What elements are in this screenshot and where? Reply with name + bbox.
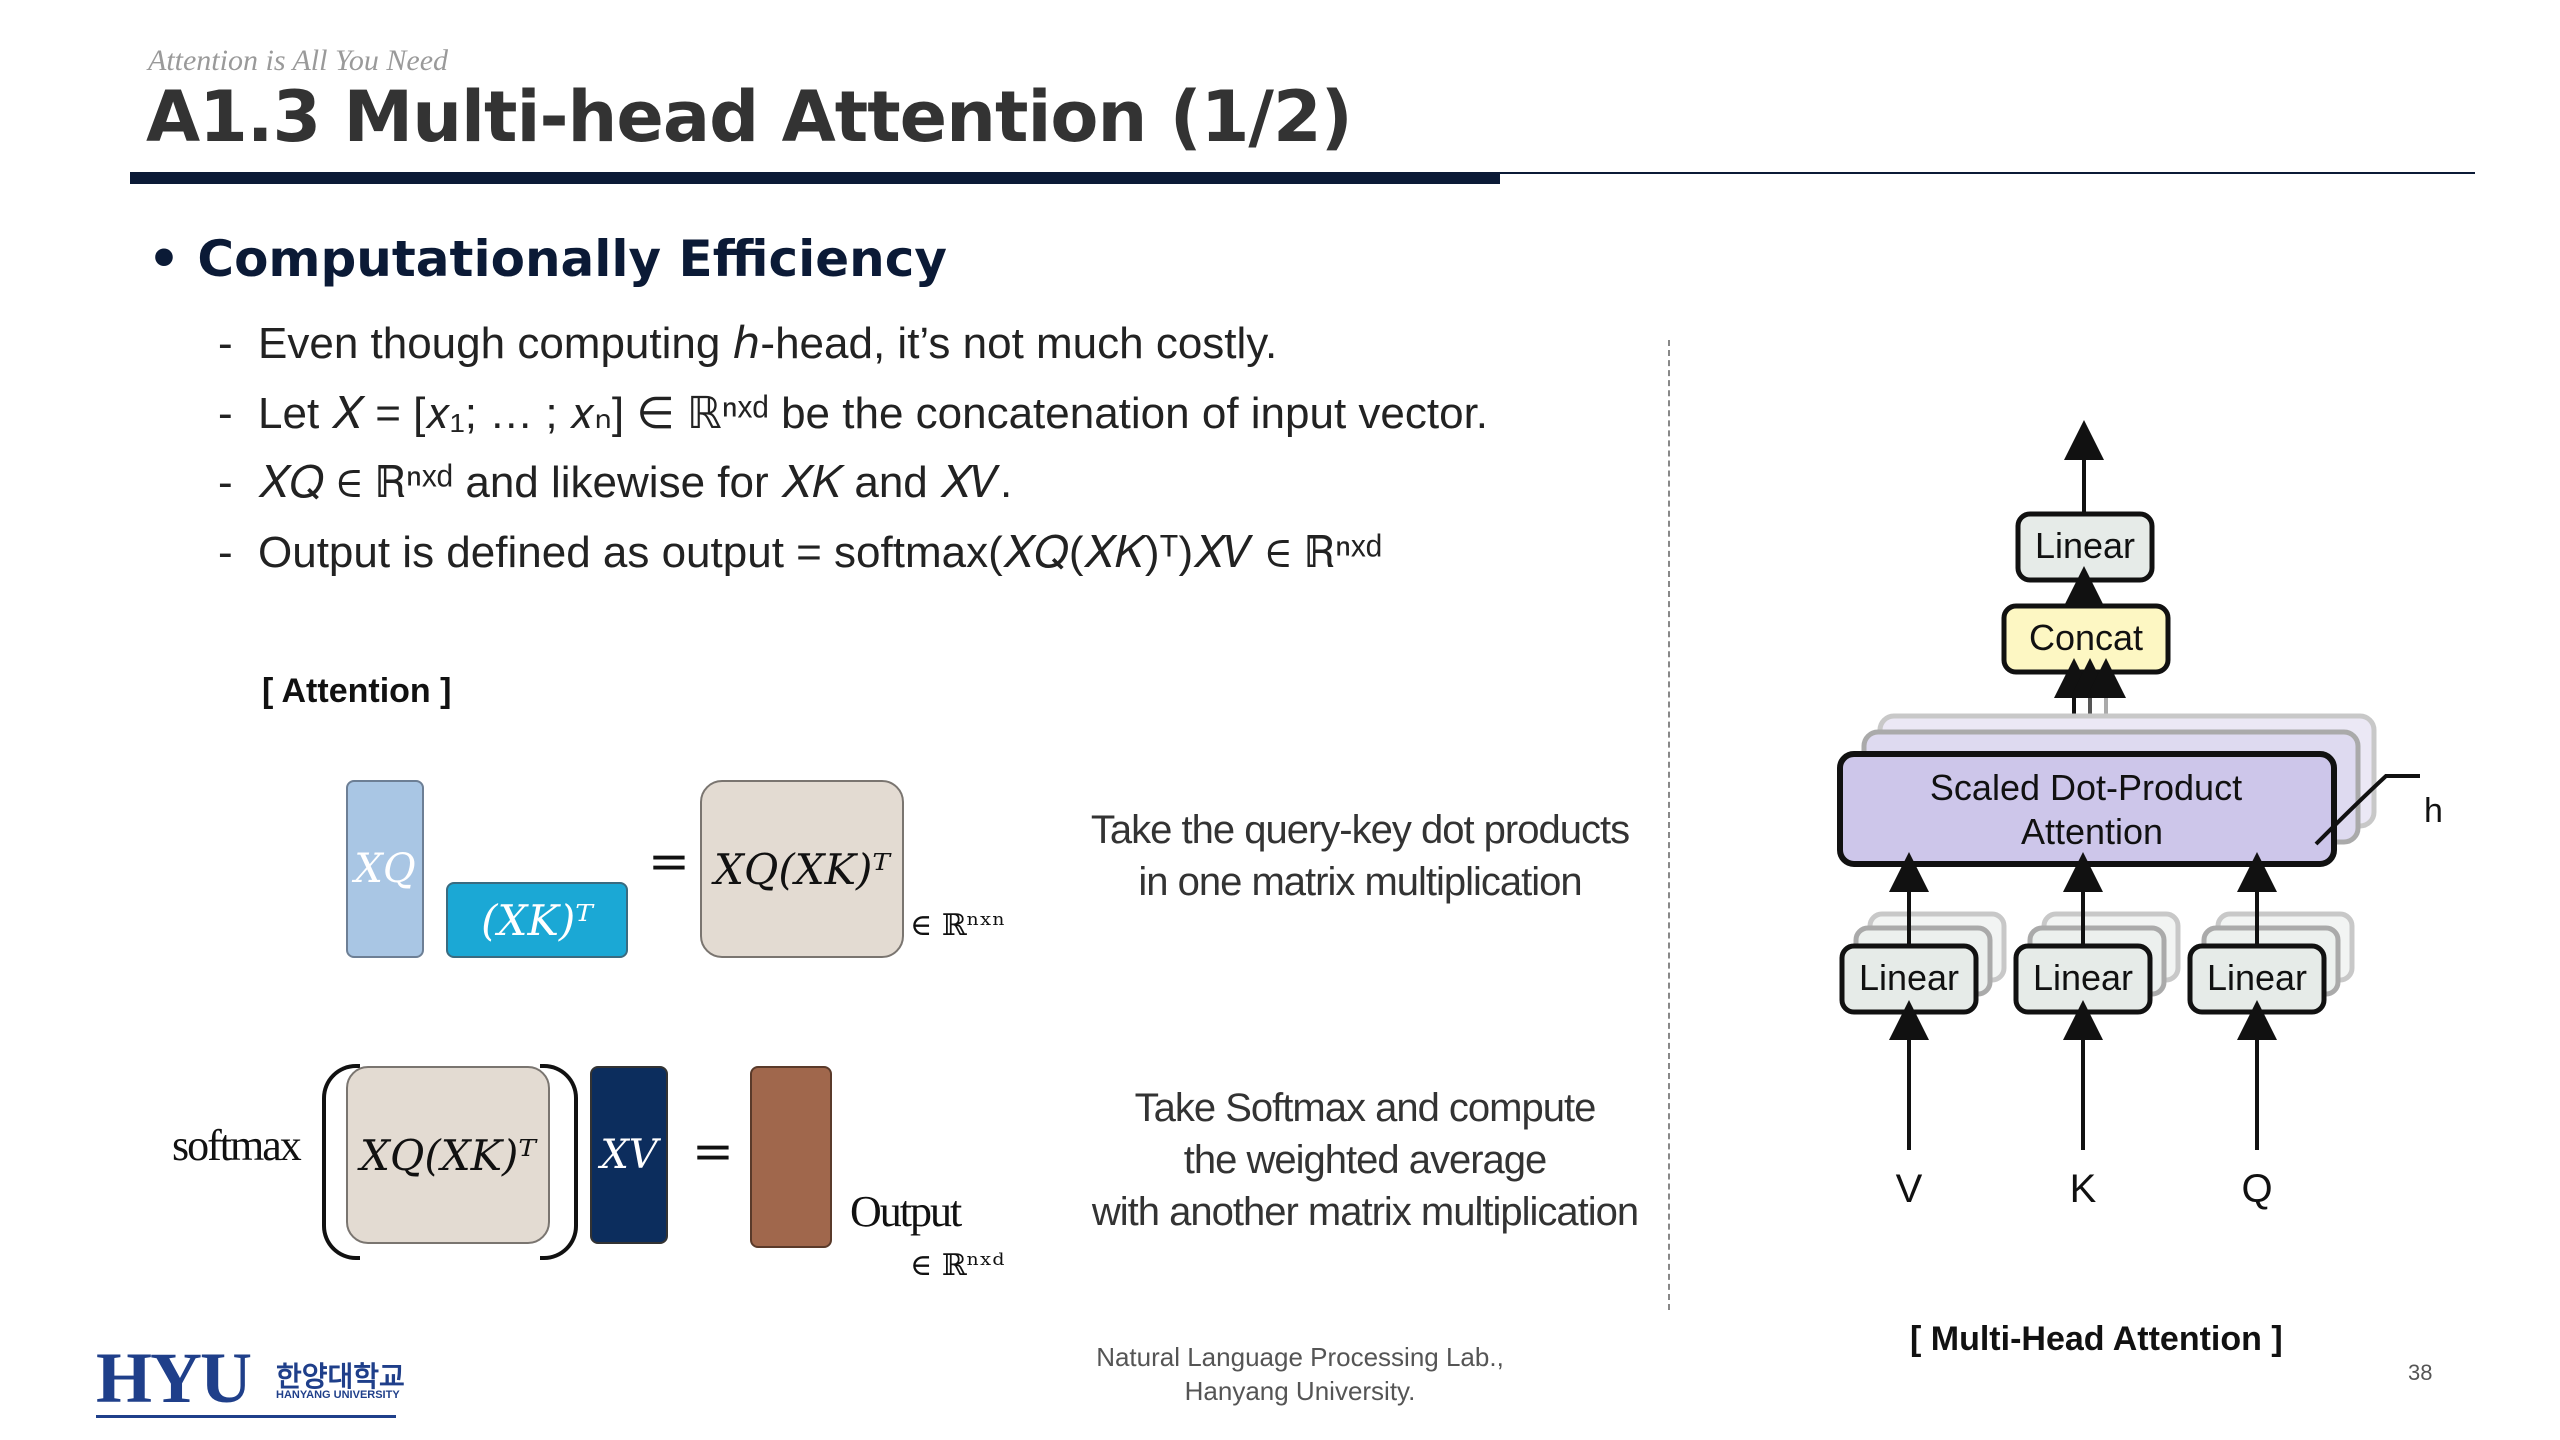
input-v-label: V <box>1896 1167 1923 1211</box>
output-dim: ∈ ℝⁿˣᵈ <box>910 1248 1005 1283</box>
page-number: 38 <box>2408 1360 2433 1385</box>
dash: - <box>218 528 233 577</box>
right-paren <box>540 1064 578 1260</box>
footer-lab-name: Natural Language Processing Lab., Hanyan… <box>1050 1340 1550 1408</box>
output-label: Output <box>850 1187 962 1236</box>
linear-k-label: Linear <box>2033 957 2133 998</box>
bullet-heading-text: Computationally Efficiency <box>197 230 947 288</box>
sub-item-2: -Let 𝑋 = [𝑥₁; … ; 𝑥ₙ] ∈ ℝⁿˣᵈ be the conc… <box>218 388 1488 439</box>
sub-item-text: Even though computing ℎ-head, it’s not m… <box>258 319 1278 368</box>
attention-label: [ Attention ] <box>262 672 452 710</box>
sub-item-4: -Output is defined as output = softmax(𝑋… <box>218 528 1382 578</box>
section-divider <box>1668 340 1670 1310</box>
description-line: with another matrix multiplication <box>1091 1190 1639 1234</box>
bullet-heading: • Computationally Efficiency <box>148 230 947 288</box>
input-k-label: K <box>2070 1167 2097 1211</box>
xk-transpose-matrix: (XK)ᵀ <box>446 882 628 958</box>
dash: - <box>218 389 233 438</box>
xq-matrix: XQ <box>346 780 424 958</box>
linear-q-stack: Linear <box>2187 911 2355 1015</box>
footer-line: Hanyang University. <box>1184 1376 1416 1406</box>
linear-v-label: Linear <box>1859 957 1959 998</box>
row1-description: Take the query-key dot products in one m… <box>1080 804 1640 908</box>
sub-item-3: -𝑋𝑄 ∈ ℝⁿˣᵈ and likewise for 𝑋𝐾 and 𝑋𝑉. <box>218 458 1012 508</box>
h-bracket <box>2314 774 2420 846</box>
logo-text: HYU <box>96 1338 252 1418</box>
score-dim: ∈ ℝⁿˣⁿ <box>910 908 1006 943</box>
logo-underline <box>96 1415 396 1418</box>
multi-head-attention-diagram: Linear Concat Scaled Dot-Product Attenti… <box>1837 420 2443 1211</box>
description-line: in one matrix multiplication <box>1138 860 1582 904</box>
linear-k-stack: Linear <box>2013 911 2181 1015</box>
description-line: Take Softmax and compute <box>1134 1086 1597 1130</box>
sub-item-1: -Even though computing ℎ-head, it’s not … <box>218 318 1277 369</box>
sub-item-text: Let 𝑋 = [𝑥₁; … ; 𝑥ₙ] ∈ ℝⁿˣᵈ be the conca… <box>258 389 1489 438</box>
equals-sign: = <box>648 832 690 890</box>
logo-english-text: HANYANG UNIVERSITY <box>276 1389 400 1401</box>
score-matrix: XQ(XK)ᵀ <box>700 780 904 958</box>
linear-q-label: Linear <box>2207 957 2307 998</box>
top-linear-label: Linear <box>2035 525 2135 566</box>
output-matrix <box>750 1066 832 1248</box>
dash: - <box>218 458 233 507</box>
softmax-inner-matrix: XQ(XK)ᵀ <box>346 1066 550 1244</box>
h-label: h <box>2424 792 2443 830</box>
softmax-label: softmax <box>172 1121 302 1170</box>
hyu-logo: HYU 한양대학교 HANYANG UNIVERSITY <box>96 1338 405 1418</box>
concat-label: Concat <box>2029 617 2143 658</box>
input-q-label: Q <box>2241 1167 2272 1211</box>
footer-line: Natural Language Processing Lab., <box>1096 1342 1504 1372</box>
deck-subtitle: Attention is All You Need <box>148 44 449 77</box>
multi-head-attention-caption: [ Multi-Head Attention ] <box>1910 1320 2283 1358</box>
attention-label-line1: Scaled Dot-Product <box>1930 767 2242 808</box>
slide-title: A1.3 Multi-head Attention (1/2) <box>146 76 1353 158</box>
equals-sign-2: = <box>692 1122 734 1180</box>
header-divider-thick <box>130 172 1500 184</box>
description-line: the weighted average <box>1183 1138 1548 1182</box>
logo-korean-text: 한양대학교 <box>276 1361 405 1392</box>
description-line: Take the query-key dot products <box>1090 808 1630 852</box>
xv-matrix: XV <box>590 1066 668 1244</box>
linear-v-stack: Linear <box>1839 911 2007 1015</box>
sub-item-text: Output is defined as output = softmax(𝑋𝑄… <box>258 528 1383 577</box>
row2-description: Take Softmax and compute the weighted av… <box>1070 1082 1660 1238</box>
attention-label-line2: Attention <box>2021 811 2163 852</box>
sub-item-text: 𝑋𝑄 ∈ ℝⁿˣᵈ and likewise for 𝑋𝐾 and 𝑋𝑉. <box>258 458 1013 507</box>
dash: - <box>218 319 233 368</box>
